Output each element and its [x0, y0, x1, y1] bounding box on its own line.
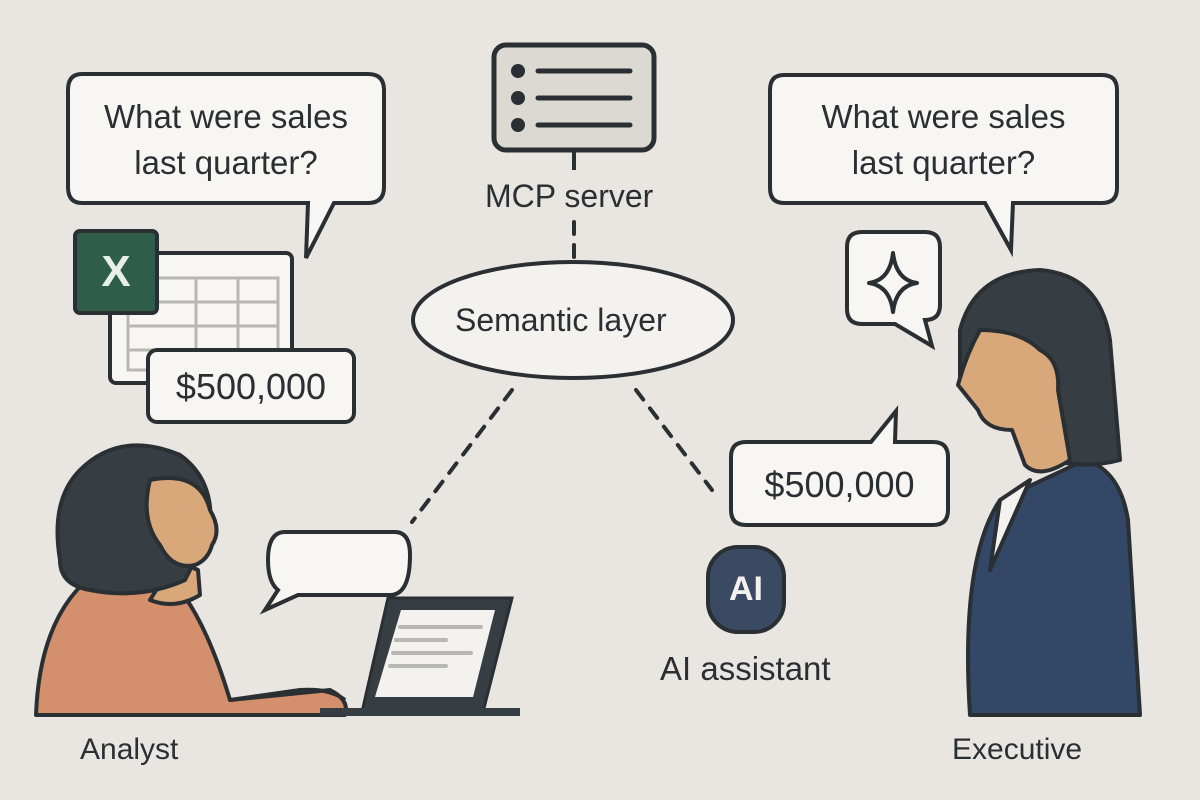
executive-answer-bubble	[729, 405, 950, 527]
server-list-icon	[491, 42, 657, 170]
analyst-figure	[34, 443, 348, 717]
analyst-label: Analyst	[80, 733, 179, 766]
semantic-layer-label: Semantic layer	[455, 302, 667, 338]
dashed-connectors	[410, 220, 714, 524]
ai-badge-icon	[706, 545, 786, 634]
analyst-answer-box	[146, 348, 356, 424]
ai-assistant-label: AI assistant	[660, 650, 831, 687]
executive-label: Executive	[952, 733, 1083, 766]
semantic-layer-node	[411, 260, 735, 380]
ai-badge-text: AI	[729, 570, 763, 608]
executive-figure	[956, 268, 1142, 717]
laptop-icon	[320, 596, 520, 716]
excel-icon	[73, 229, 159, 315]
executive-question-bubble	[768, 73, 1119, 258]
analyst-answer-value: $500,000	[175, 366, 327, 407]
analyst-question-text: What were sales last quarter?	[104, 98, 348, 181]
mcp-server-label: MCP server	[485, 178, 654, 214]
executive-question-text: What were sales last quarter?	[821, 98, 1066, 181]
sparkle-bubble	[845, 230, 942, 351]
executive-answer-value: $500,000	[764, 464, 915, 505]
excel-letter: X	[101, 247, 131, 296]
analyst-reply-bubble	[259, 530, 413, 615]
analyst-question-bubble	[66, 72, 386, 259]
sparkle-icon	[867, 251, 919, 314]
